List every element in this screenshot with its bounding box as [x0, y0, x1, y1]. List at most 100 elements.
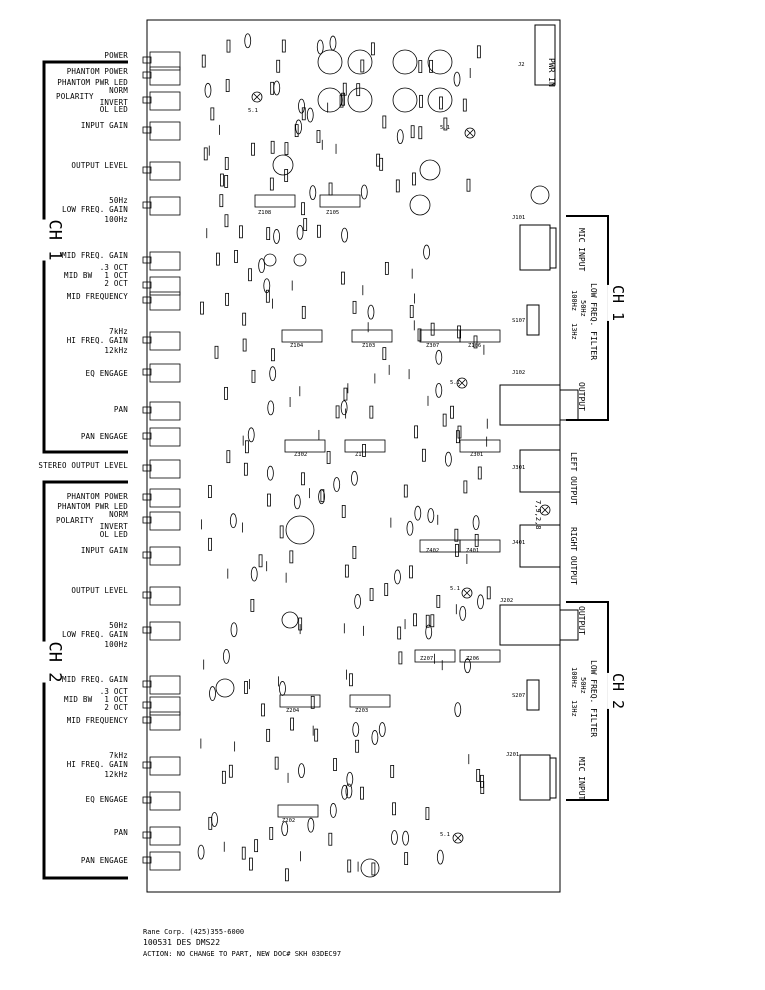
capacitor [419, 159, 441, 181]
capacitor [229, 513, 237, 529]
capacitor [295, 119, 302, 135]
designator: 5.1 [450, 380, 460, 386]
control-footprint [149, 791, 181, 811]
resistor [228, 764, 233, 778]
control-footprint [149, 621, 181, 641]
label-pwr-in: PWR IN [547, 58, 556, 87]
designator: Z103 [362, 343, 376, 349]
capacitor [244, 33, 252, 49]
control-footprint [149, 161, 181, 181]
capacitor [378, 722, 386, 737]
resistor [466, 178, 471, 192]
resistor [395, 179, 400, 193]
ch1-mid-freq-gain: MID FREQ. GAIN [61, 251, 128, 260]
mounting-hole [251, 91, 263, 103]
ch1-mid-bw: MID BW [64, 271, 93, 280]
designator: 5.1 [440, 125, 450, 131]
control-footprint [149, 696, 181, 716]
resistor [244, 681, 248, 694]
resistor [261, 703, 265, 717]
capacitor [453, 71, 461, 87]
resistor [412, 172, 416, 186]
capacitor [267, 400, 275, 416]
resistor [476, 45, 481, 59]
control-shaft [142, 680, 152, 688]
resistor [419, 94, 423, 108]
resistor [339, 94, 344, 108]
resistor [384, 261, 389, 275]
capacitor [329, 35, 337, 51]
control-shaft [142, 336, 152, 344]
label-left-output: LEFT OUTPUT [569, 452, 578, 505]
resistor [384, 583, 389, 596]
designator: Z302 [294, 452, 308, 458]
mounting-hole-cross [458, 379, 466, 387]
ch2-filter-100hz: 100Hz [570, 667, 578, 689]
control-shaft [142, 56, 152, 64]
ch1-eq-engage: EQ ENGAGE [85, 369, 128, 378]
capacitor [435, 349, 443, 365]
ch2-filter-50hz: 50Hz [579, 677, 587, 694]
resistor [200, 301, 204, 315]
ic-chip [281, 329, 323, 343]
capacitor [298, 763, 305, 779]
control-footprint [149, 121, 181, 141]
control-footprint [149, 331, 181, 351]
ch2-hi-12khz: 12kHz [104, 770, 128, 779]
designator: 5.1 [440, 832, 450, 838]
resistor [390, 765, 395, 778]
control-shaft [142, 551, 152, 559]
control-footprint [149, 401, 181, 421]
resistor [360, 59, 365, 73]
ch2-mid-freq-gain: MID FREQ. GAIN [61, 675, 128, 684]
resistor [450, 405, 454, 419]
ch1-right-bracket [566, 215, 609, 421]
ch1-phantom-power: PHANTOM POWER [66, 67, 128, 76]
resistor [360, 786, 364, 800]
resistor [303, 218, 308, 231]
capacitor [396, 129, 404, 145]
resistor [413, 613, 417, 627]
capacitor [454, 702, 462, 718]
resistor [429, 59, 433, 73]
capacitor [317, 87, 343, 113]
resistor [251, 369, 256, 383]
resistor [333, 758, 337, 771]
ch2-hi-freq-gain: HI FREQ. GAIN [66, 760, 128, 769]
resistor [245, 440, 249, 454]
resistor [328, 182, 333, 196]
capacitor [414, 505, 422, 521]
capacitor [477, 594, 484, 610]
resistor [403, 484, 408, 498]
control-shaft [142, 831, 152, 839]
resistor [341, 505, 346, 518]
capacitor [402, 830, 409, 846]
resistor [382, 115, 387, 129]
ch2-eq-engage: EQ ENGAGE [85, 795, 128, 804]
resistor [439, 96, 443, 110]
resistor [226, 450, 231, 464]
resistor [242, 338, 247, 352]
ic-chip [459, 539, 501, 553]
capacitor [247, 427, 255, 443]
ic-chip [419, 329, 461, 343]
capacitor [333, 477, 341, 492]
control-footprint [149, 91, 181, 111]
resistor [239, 225, 243, 239]
designator: Z104 [290, 343, 304, 349]
ch2-low-50hz: 50Hz [109, 621, 128, 630]
mounting-hole [461, 587, 473, 599]
control-footprint [149, 427, 181, 447]
resistor [269, 827, 274, 840]
resistor [463, 480, 468, 494]
control-footprint [149, 363, 181, 383]
ch1-pan: PAN [113, 405, 128, 414]
capacitor [258, 258, 266, 274]
designator: J101 [512, 215, 526, 221]
resistor [370, 42, 375, 56]
capacitor [285, 515, 315, 545]
designator: S107 [512, 318, 526, 324]
resistor [298, 617, 303, 631]
resistor [352, 300, 357, 314]
mounting-hole-cross [466, 129, 474, 137]
